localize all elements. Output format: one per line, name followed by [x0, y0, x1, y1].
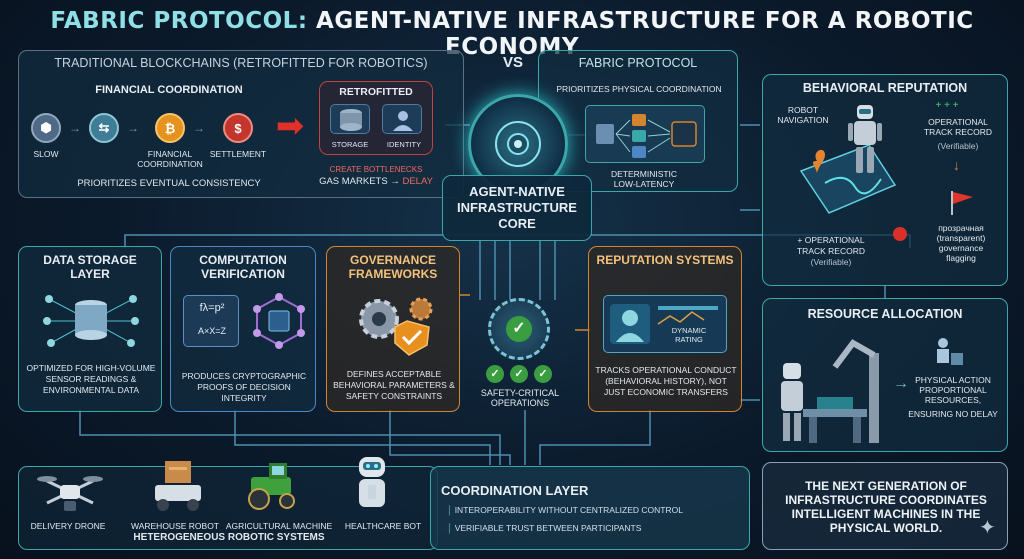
traditional-blockchains-panel: TRADITIONAL BLOCKCHAINS (RETROFITTED FOR…	[18, 50, 464, 198]
dynamic-rating-label: DYNAMIC RATING	[658, 326, 720, 344]
traditional-header: TRADITIONAL BLOCKCHAINS (RETROFITTED FOR…	[19, 56, 463, 70]
governance-text: DEFINES ACCEPTABLE BEHAVIORAL PARAMETERS…	[333, 369, 455, 402]
agricultural-machine-icon	[241, 457, 303, 513]
operational-track-record-top: OPERATIONAL TRACK RECORD	[913, 117, 1003, 137]
data-storage-text: OPTIMIZED FOR HIGH-VOLUME SENSOR READING…	[25, 363, 157, 396]
operational-track-record-bottom-prefix: + OPERATIONAL	[771, 235, 891, 245]
deterministic-caption: DETERMINISTIC LOW-LATENCY	[599, 169, 689, 189]
storage-icon	[330, 104, 370, 134]
fabric-subtitle: PRIORITIZES PHYSICAL COORDINATION	[539, 84, 739, 94]
coordination-bullet-2: │ VERIFIABLE TRUST BETWEEN PARTICIPANTS	[447, 523, 747, 533]
verifiable-top-label: (Verifiable)	[913, 141, 1003, 151]
verifiable-bottom-label: (Verifiable)	[771, 257, 891, 267]
safety-critical-label: SAFETY-CRITICAL OPERATIONS	[468, 388, 572, 408]
formula-board-icon: fλ=p² A×X=Z	[183, 295, 239, 347]
gas-markets-delay-label: GAS MARKETS → DELAY	[301, 177, 451, 187]
robotic-systems-panel: DELIVERY DRONE WAREHOUSE ROBOT AGRICULTU…	[18, 466, 438, 550]
arrow-icon: →	[123, 121, 143, 135]
data-storage-panel: DATA STORAGE LAYER OPTIMIZED FOR HIGH-VO…	[18, 246, 162, 412]
governance-frameworks-panel: GOVERNANCE FRAMEWORKS DEFINES ACCEPTABLE…	[326, 246, 460, 412]
delivery-drone-icon	[35, 467, 105, 513]
dollar-icon: $	[223, 113, 253, 143]
robot-label-delivery-drone: DELIVERY DRONE	[21, 521, 115, 531]
check-icon: ✓	[510, 365, 528, 383]
gear-shield-icon	[351, 291, 441, 357]
robot-label-healthcare-bot: HEALTHCARE BOT	[335, 521, 431, 531]
financial-coordination-title: FINANCIAL COORDINATION	[19, 84, 319, 96]
fabric-header: FABRIC PROTOCOL	[539, 56, 737, 70]
robot-label-agricultural-machine: AGRICULTURAL MACHINE	[221, 521, 337, 531]
resource-text-2: ENSURING NO DELAY	[901, 409, 1005, 419]
create-bottlenecks-label: CREATE BOTTLENECKS	[311, 165, 441, 175]
coordination-layer-panel: COORDINATION LAYER │ INTEROPERABILITY WI…	[430, 466, 750, 550]
slow-step-label: SLOW	[21, 149, 71, 159]
red-flag-icon	[947, 189, 977, 217]
deterministic-pipeline-icon	[585, 105, 705, 163]
robot-label-warehouse-robot: WAREHOUSE ROBOT	[125, 521, 225, 531]
exchange-icon: ⇆	[89, 113, 119, 143]
financial-coordination-step-label: FINANCIAL COORDINATION	[135, 149, 205, 169]
vs-label: VS	[496, 54, 530, 71]
reputation-header: REPUTATION SYSTEMS	[595, 253, 735, 267]
computation-text: PRODUCES CRYPTOGRAPHIC PROOFS OF DECISIO…	[179, 371, 309, 404]
formula-2: A×X=Z	[184, 326, 240, 336]
person-at-machine-icon	[929, 335, 965, 367]
slow-step-icon: ⬢	[31, 113, 61, 143]
arrow-icon: →	[65, 121, 85, 135]
red-arrow-icon: ➡	[267, 109, 313, 143]
robot-figure-icon	[845, 103, 885, 177]
check-icon: ✓	[534, 365, 552, 383]
core-label: AGENT-NATIVE INFRASTRUCTURE CORE	[457, 184, 577, 232]
bitcoin-icon: ₿	[155, 113, 185, 143]
settlement-step-label: SETTLEMENT	[201, 149, 275, 159]
down-arrow-icon: ↓	[953, 157, 960, 173]
database-network-icon	[43, 289, 139, 353]
resource-header: RESOURCE ALLOCATION	[763, 307, 1007, 321]
behavioral-header: BEHAVIORAL REPUTATION	[763, 81, 1007, 95]
formula-1: fλ=p²	[184, 302, 240, 314]
safety-check-icon: ✓	[506, 316, 532, 342]
operational-track-record-bottom: TRACK RECORD	[771, 246, 891, 256]
identity-icon	[382, 104, 422, 134]
check-icon: ✓	[486, 365, 504, 383]
storage-label: STORAGE	[324, 140, 376, 149]
computation-header: COMPUTATION VERIFICATION	[177, 253, 309, 281]
computation-verification-panel: COMPUTATION VERIFICATION fλ=p² A×X=Z PRO…	[170, 246, 316, 412]
identity-label: IDENTITY	[378, 140, 430, 149]
governance-header: GOVERNANCE FRAMEWORKS	[333, 253, 453, 281]
resource-text-1: PHYSICAL ACTION PROPORTIONAL RESOURCES,	[901, 375, 1005, 405]
reputation-text: TRACKS OPERATIONAL CONDUCT (BEHAVIORAL H…	[595, 365, 737, 398]
transparent-governance-flagging: прозрачная (transparent) governance flag…	[927, 223, 995, 263]
proof-network-icon	[251, 291, 307, 351]
sparkle-icon: ✦	[979, 515, 996, 540]
healthcare-bot-icon	[349, 455, 395, 513]
rating-dashboard-icon: DYNAMIC RATING	[603, 295, 727, 353]
plus-indicator: + + +	[927, 101, 967, 111]
next-generation-panel: THE NEXT GENERATION OF INFRASTRUCTURE CO…	[762, 462, 1008, 550]
safety-gear-icon: ✓	[488, 298, 550, 360]
coordination-header: COORDINATION LAYER	[441, 483, 588, 498]
reputation-systems-panel: REPUTATION SYSTEMS DYNAMIC RATING TRACKS…	[588, 246, 742, 412]
retrofitted-title: RETROFITTED	[320, 86, 432, 98]
resource-allocation-panel: RESOURCE ALLOCATION → PHYSICAL ACTION PR…	[762, 298, 1008, 452]
data-storage-header: DATA STORAGE LAYER	[25, 253, 155, 281]
heterogeneous-caption: HETEROGENEOUS ROBOTIC SYSTEMS	[79, 533, 379, 543]
robot-arm-workstation-icon	[773, 333, 893, 445]
forbidden-icon	[893, 227, 907, 241]
arrow-icon: →	[189, 121, 209, 135]
retrofitted-box: RETROFITTED STORAGE IDENTITY	[319, 81, 433, 155]
coordination-bullet-1: │ INTEROPERABILITY WITHOUT CENTRALIZED C…	[447, 505, 747, 515]
core-label-box: AGENT-NATIVE INFRASTRUCTURE CORE	[442, 175, 592, 241]
warehouse-robot-icon	[147, 457, 207, 513]
behavioral-reputation-panel: BEHAVIORAL REPUTATION ROBOT NAVIGATION +…	[762, 74, 1008, 286]
eventual-consistency-footer: PRIORITIZES EVENTUAL CONSISTENCY	[59, 179, 279, 189]
robot-navigation-label: ROBOT NAVIGATION	[773, 105, 833, 125]
next-generation-text: THE NEXT GENERATION OF INFRASTRUCTURE CO…	[777, 479, 995, 535]
